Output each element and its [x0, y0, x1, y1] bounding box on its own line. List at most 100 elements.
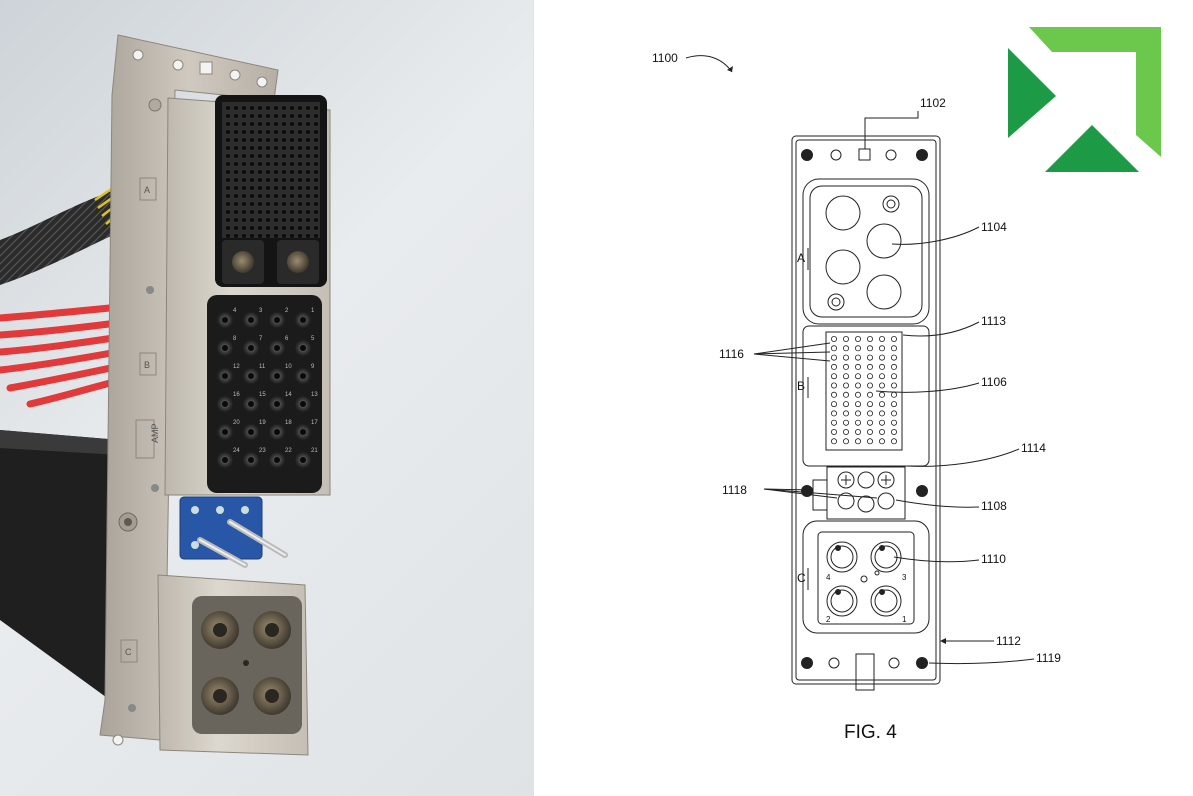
power-contact-hole	[300, 317, 306, 323]
power-contact-hole	[274, 345, 280, 351]
pin-number: 14	[285, 392, 292, 398]
svg-text:B: B	[144, 360, 150, 370]
callout-1110: 1110	[981, 552, 1006, 566]
section-label-b: B	[797, 379, 805, 393]
signal-pin	[879, 439, 884, 444]
callout-arrow	[686, 56, 732, 72]
signal-pin	[843, 429, 848, 434]
signal-pin	[867, 439, 872, 444]
pin-number: 18	[285, 420, 292, 426]
signal-pin	[831, 383, 836, 388]
callout-1106: 1106	[981, 375, 1007, 389]
signal-pin	[867, 336, 872, 341]
signal-pin	[831, 336, 836, 341]
signal-pin	[843, 346, 848, 351]
signal-pin	[867, 355, 872, 360]
svg-text:AMP: AMP	[150, 423, 160, 443]
pin-number: 15	[259, 392, 266, 398]
power-contact-hole	[300, 373, 306, 379]
section-label-c: C	[797, 571, 806, 585]
pin-number: 24	[233, 448, 240, 454]
signal-pin	[891, 383, 896, 388]
power-contact-hole	[248, 373, 254, 379]
signal-pin	[831, 411, 836, 416]
power-contact-hole	[222, 429, 228, 435]
signal-pin	[879, 392, 884, 397]
contact-number: 3	[902, 573, 907, 582]
signal-pin	[843, 392, 848, 397]
power-contact-hole	[222, 457, 228, 463]
power-contact-hole	[274, 317, 280, 323]
callout-1108: 1108	[981, 499, 1007, 513]
patent-drawing: 1100 A	[533, 0, 1193, 796]
pin-number: 23	[259, 448, 266, 454]
signal-pin	[867, 392, 872, 397]
callout-1116: 1116	[719, 347, 744, 361]
signal-pin	[891, 429, 896, 434]
signal-pin	[867, 383, 872, 388]
signal-pin	[891, 355, 896, 360]
signal-pin	[831, 402, 836, 407]
power-contact-hole	[274, 373, 280, 379]
signal-pin	[843, 364, 848, 369]
callout-1112: 1112	[996, 634, 1021, 648]
signal-pin	[855, 355, 860, 360]
power-contact-hole	[274, 429, 280, 435]
signal-pin	[831, 392, 836, 397]
signal-pin	[867, 374, 872, 379]
callout-1113: 1113	[981, 314, 1006, 328]
signal-pin	[843, 420, 848, 425]
signal-pin	[855, 364, 860, 369]
signal-pin	[855, 374, 860, 379]
large-contact-socket	[253, 611, 291, 649]
signal-pin	[867, 346, 872, 351]
callout-1100: 1100	[652, 51, 678, 65]
pin-number: 19	[259, 420, 266, 426]
green-arrow-logo-icon	[1008, 27, 1161, 172]
pin-number: 12	[233, 364, 240, 370]
callout-1114: 1114	[1021, 441, 1046, 455]
signal-pin	[879, 346, 884, 351]
signal-pin	[879, 355, 884, 360]
signal-pin	[879, 383, 884, 388]
coax-socket	[287, 251, 309, 273]
signal-pin-grid	[222, 102, 320, 238]
signal-pin	[879, 429, 884, 434]
figure-caption: FIG. 4	[844, 722, 897, 743]
signal-pin	[855, 429, 860, 434]
power-contact-hole	[300, 401, 306, 407]
signal-pin	[855, 383, 860, 388]
section-c-insert: 4 3 2 1	[803, 521, 929, 633]
power-contact-hole	[222, 373, 228, 379]
power-contact-hole	[248, 345, 254, 351]
pin-number: 17	[311, 420, 318, 426]
pin-grid	[831, 336, 896, 444]
signal-pin	[831, 374, 836, 379]
signal-pin	[831, 346, 836, 351]
power-contact-hole	[300, 345, 306, 351]
patent-figure: 1100 A	[534, 0, 1193, 796]
signal-pin	[867, 429, 872, 434]
connector-photo: A B AMP C 432187651211109161514132019181…	[0, 0, 533, 796]
signal-pin	[831, 364, 836, 369]
signal-pin	[831, 439, 836, 444]
signal-pin	[855, 336, 860, 341]
connector-bottom	[801, 654, 928, 690]
large-contact-socket	[253, 677, 291, 715]
signal-pin	[843, 411, 848, 416]
signal-pin	[867, 420, 872, 425]
callout-1102: 1102	[920, 96, 946, 110]
callout-1104: 1104	[981, 220, 1007, 234]
signal-pin	[891, 402, 896, 407]
pin-number: 10	[285, 364, 292, 370]
signal-pin	[879, 374, 884, 379]
signal-pin	[843, 374, 848, 379]
signal-pin	[879, 402, 884, 407]
callout-1118: 1118	[722, 483, 747, 497]
coax-socket	[232, 251, 254, 273]
power-contact-hole	[300, 429, 306, 435]
power-contact-hole	[274, 401, 280, 407]
signal-pin	[855, 402, 860, 407]
signal-pin	[855, 439, 860, 444]
power-contact-hole	[248, 317, 254, 323]
